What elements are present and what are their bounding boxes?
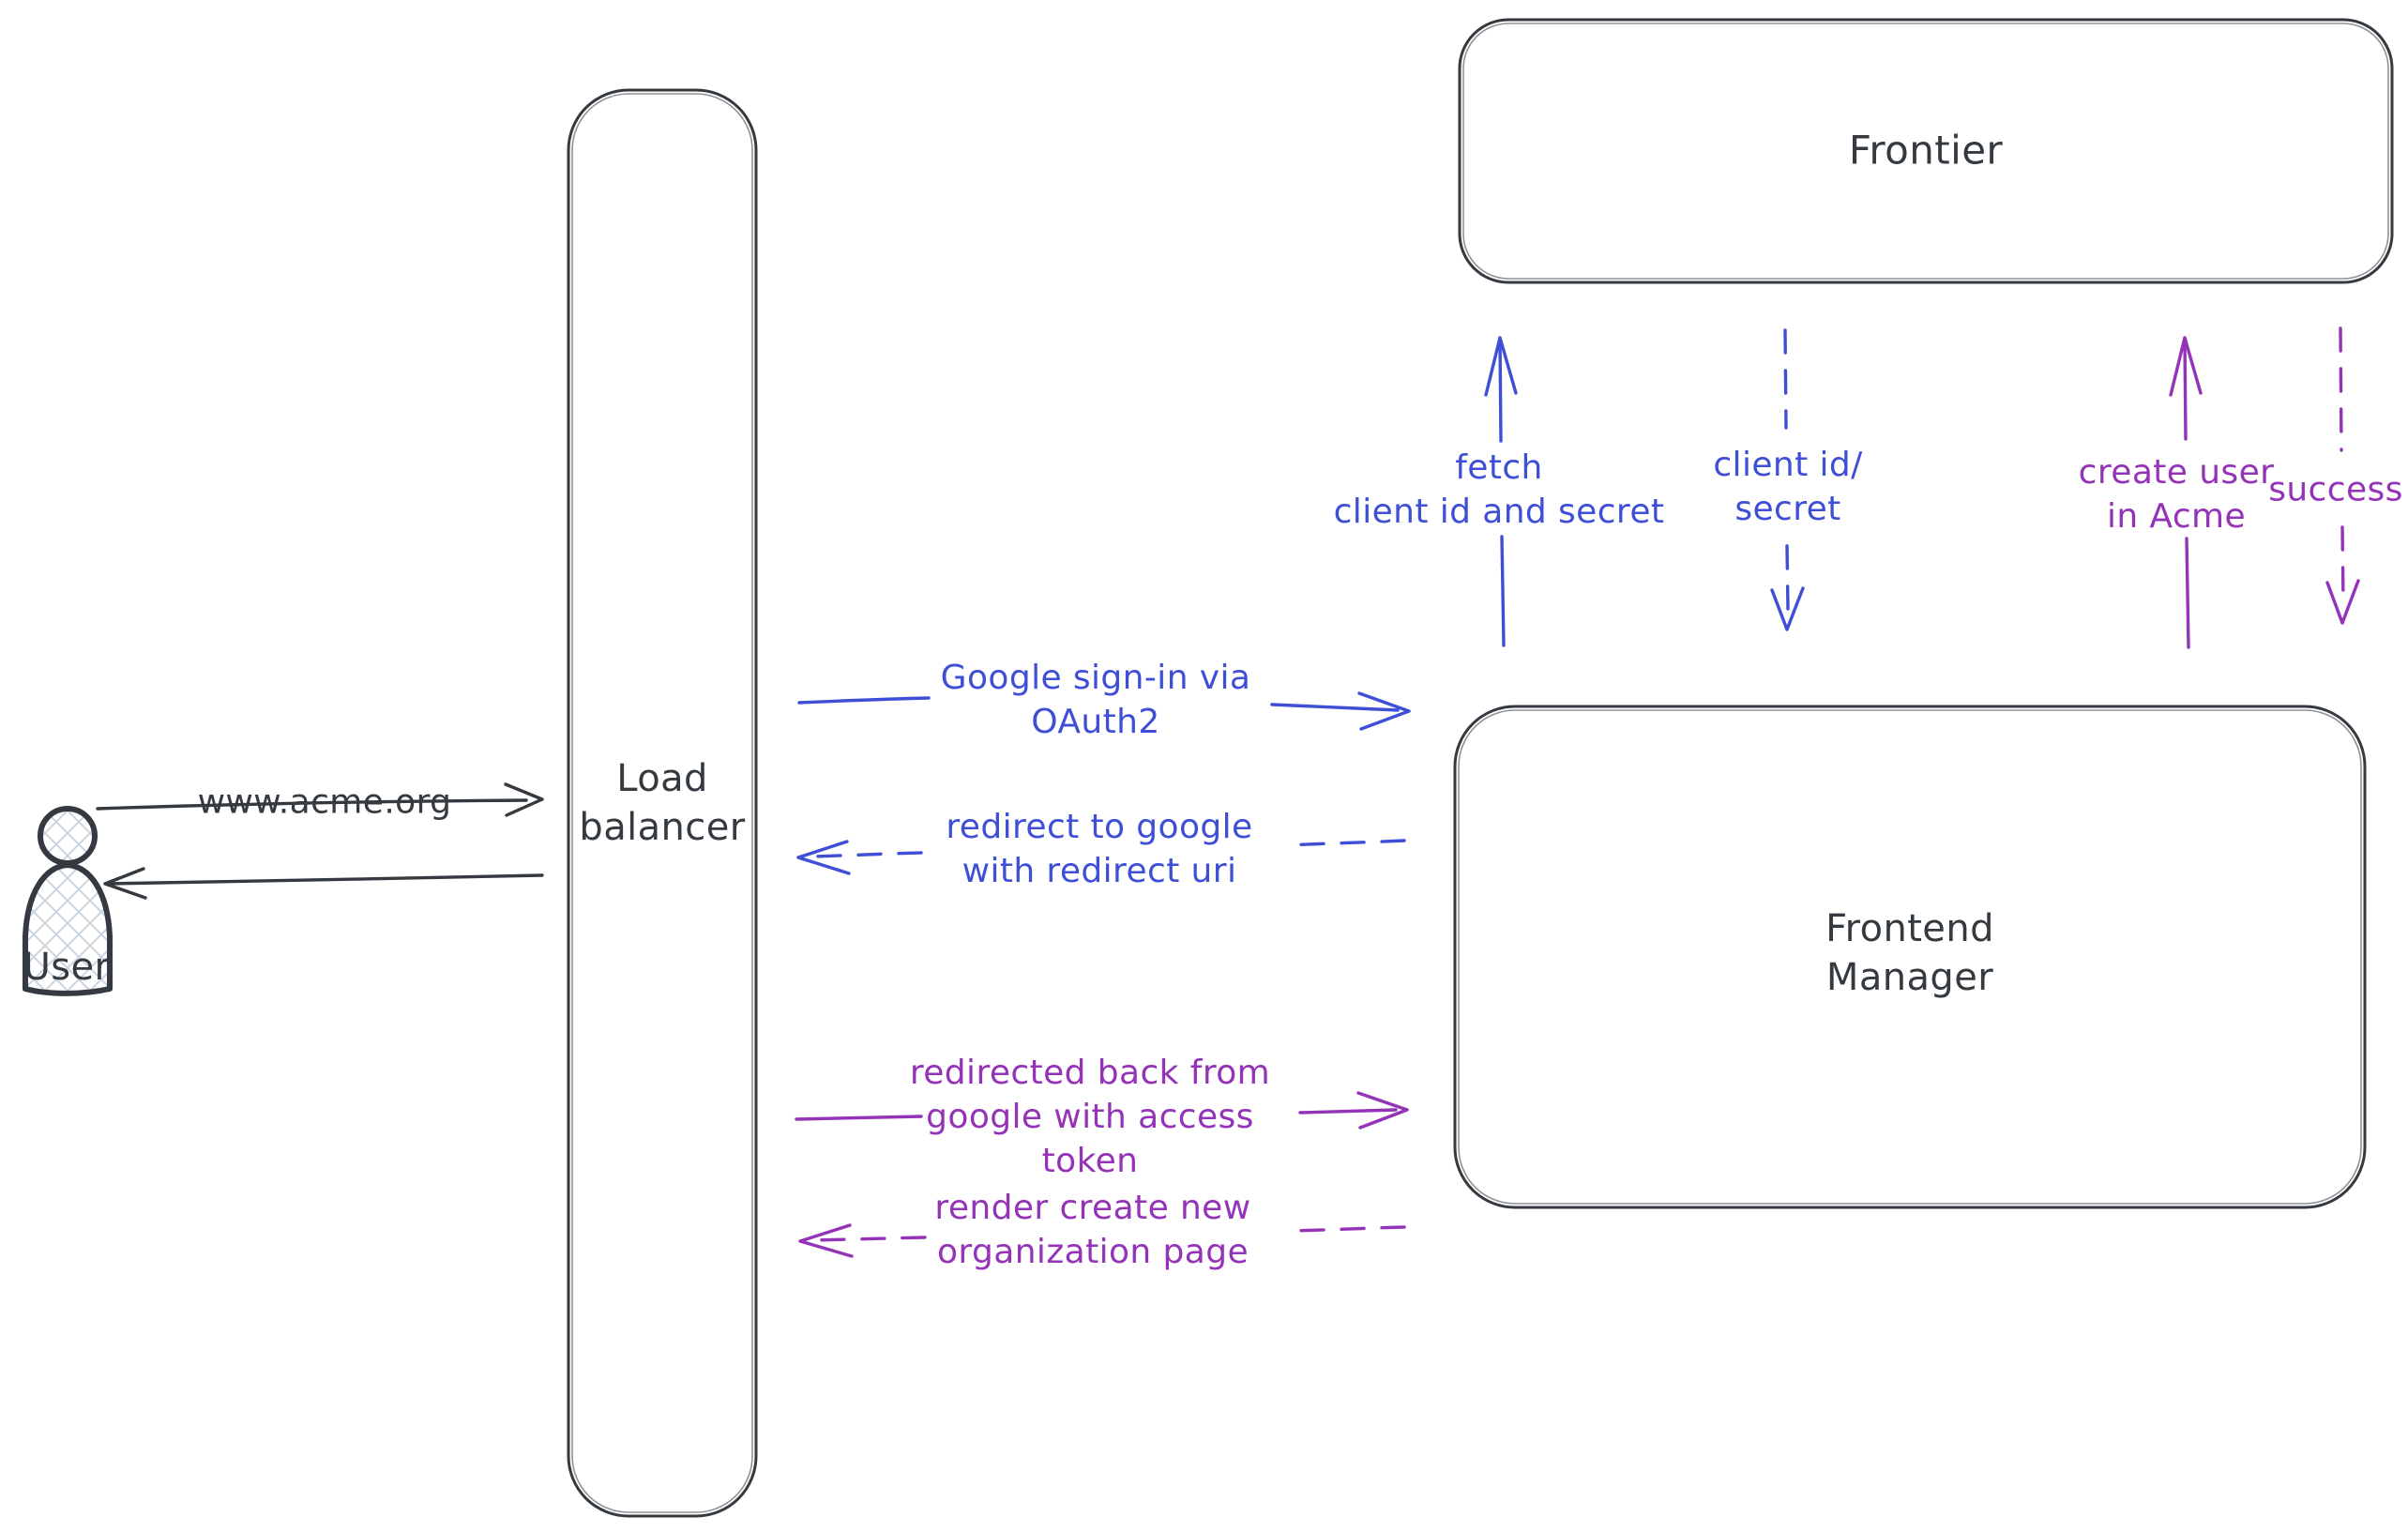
arrow-success [2325,326,2360,625]
load-balancer-box [567,88,758,1518]
user-icon [23,806,113,996]
arrow-fetch-client [1484,336,1518,647]
arrow-www-acme [96,782,544,817]
edge-label-google-signin: Google sign-in via OAuth2 [940,659,1251,741]
edge-label-fetch-client: fetch client id and secret [1333,448,1665,531]
arrow-redirect-google [796,839,1406,875]
edge-label-create-user: create user in Acme [2078,453,2275,536]
arrow-create-user [2169,336,2203,649]
arrow-return-to-user [103,867,544,900]
edge-label-redirected-back: redirected back from google with access … [909,1053,1271,1180]
arrow-redirected-back [795,1091,1409,1130]
frontier-box [1458,18,2394,284]
edge-label-www-acme: www.acme.org [197,782,452,822]
arrow-render-create [798,1223,1406,1258]
edge-label-redirect-google: redirect to google with redirect uri [946,808,1253,890]
arrow-client-id-secret [1770,328,1805,631]
user-label: User [23,946,111,989]
edge-label-render-create: render create new organization page [934,1189,1251,1271]
frontend-manager-box [1453,705,2367,1209]
arrow-google-signin [797,691,1411,731]
frontier-label: Frontier [1848,127,2004,174]
frontend-manager-label: Frontend Manager [1825,907,1994,999]
load-balancer-label: Load balancer [579,757,746,849]
edge-label-client-id-secret: client id/ secret [1713,446,1863,528]
edge-label-success: success [2268,470,2403,509]
